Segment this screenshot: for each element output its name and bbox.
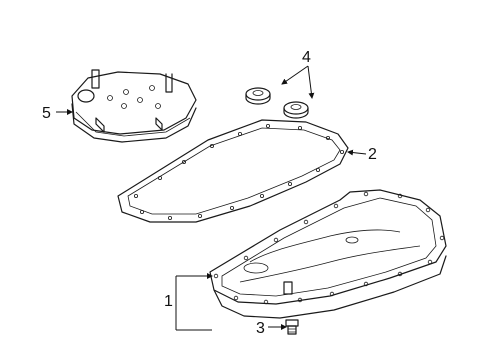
drain-bolt-part <box>285 319 299 335</box>
callout-3: 3 <box>256 320 265 337</box>
oil-pan-part <box>209 189 447 319</box>
callout-1: 1 <box>164 293 173 310</box>
seal-rings-part <box>245 87 309 119</box>
filter-part <box>71 69 197 143</box>
gasket-part <box>117 119 349 223</box>
callout-2: 2 <box>368 146 377 163</box>
callout-4: 4 <box>302 49 311 66</box>
leader-lines <box>56 65 367 331</box>
callout-5: 5 <box>42 105 51 122</box>
